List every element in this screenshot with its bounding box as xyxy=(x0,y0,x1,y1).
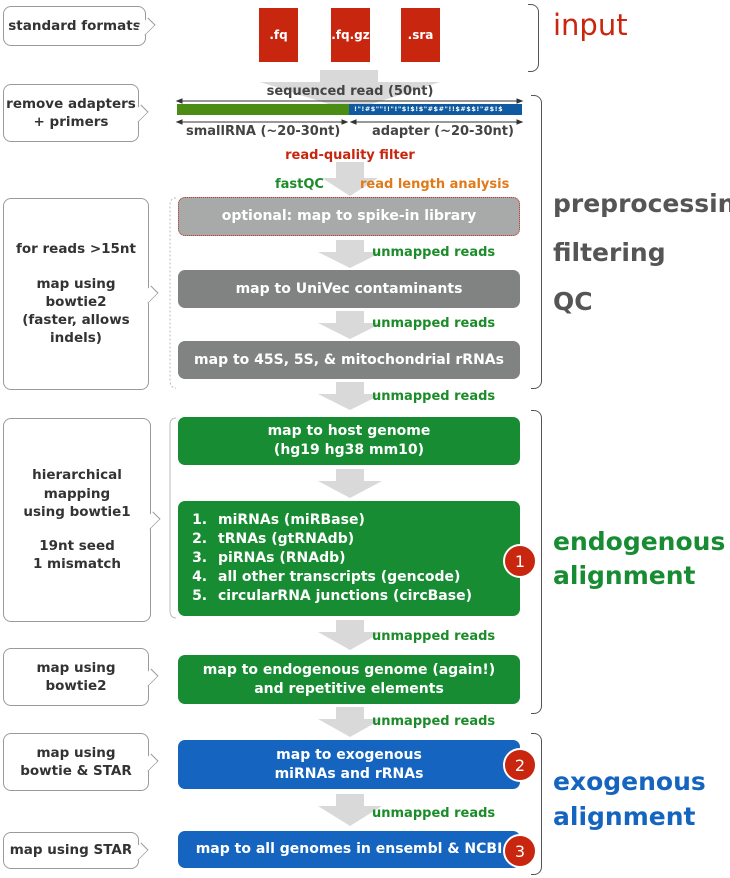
callout-text: for reads >15nt xyxy=(16,241,136,258)
step-text: (hg19 hg38 mm10) xyxy=(273,442,425,458)
down-arrow xyxy=(318,707,382,737)
file-icon-fq-gz: .fq.gz xyxy=(331,8,370,62)
step-badge-3: 3 xyxy=(503,834,537,868)
adapter-length-arrow xyxy=(349,119,524,125)
group-bracket xyxy=(169,417,177,619)
callout-remove-adapters: remove adapters + primers xyxy=(3,84,149,142)
adapter-segment: !"!#$""!!"!"$!$!$"#$#"!!$#$$!"#$!$ xyxy=(349,104,522,115)
callout-text: map using STAR xyxy=(9,842,133,859)
callout-text: bowtie2 xyxy=(45,678,107,694)
step-spike-in: optional: map to spike-in library xyxy=(178,197,520,236)
section-endogenous-alignment: alignment xyxy=(553,561,696,590)
smallrna-length-arrow xyxy=(175,119,349,125)
read-length-arrow xyxy=(175,98,524,104)
list-item: piRNAs (RNAdb) xyxy=(212,549,472,568)
step-text: optional: map to spike-in library xyxy=(221,208,477,225)
step-badge-1: 1 xyxy=(503,544,537,578)
callout-text: mapping xyxy=(43,485,111,502)
step-text: and repetitive elements xyxy=(254,680,444,697)
step-exogenous: map to exogenous miRNAs and rRNAs xyxy=(178,740,520,789)
callout-text: map using xyxy=(36,744,116,761)
big-down-arrow xyxy=(260,70,440,111)
annotation-list: miRNAs (miRBase) tRNAs (gtRNAdb) piRNAs … xyxy=(186,511,472,605)
input-bracket xyxy=(528,4,539,72)
callout-text: map using xyxy=(36,659,116,676)
callout-bowtie-star: map using bowtie & STAR xyxy=(3,733,159,791)
section-endogenous: endogenous xyxy=(553,527,726,556)
unmapped-reads-label: unmapped reads xyxy=(372,806,496,821)
step-text: map to 45S, 5S, & mitochondrial rRNAs xyxy=(194,351,504,368)
callout-bowtie2: map using bowtie2 xyxy=(3,648,159,706)
callout-text: map using xyxy=(36,275,116,292)
step-text: map to host genome xyxy=(267,423,431,440)
smallrna-segment xyxy=(177,104,349,115)
section-input: input xyxy=(553,8,628,42)
list-item: tRNAs (gtRNAdb) xyxy=(212,530,472,549)
down-arrow xyxy=(318,240,382,268)
step-rrna: map to 45S, 5S, & mitochondrial rRNAs xyxy=(178,341,520,379)
file-label: .fq.gz xyxy=(331,28,370,42)
down-arrow xyxy=(318,469,382,498)
unmapped-reads-label: unmapped reads xyxy=(372,629,496,644)
callout-text: indels) xyxy=(50,330,102,347)
group-bracket xyxy=(169,197,177,389)
step-text: miRNAs and rRNAs xyxy=(274,765,424,782)
section-preprocessing: preprocessing xyxy=(553,189,730,218)
step-badge-2: 2 xyxy=(503,748,537,782)
file-label: .fq xyxy=(269,28,288,42)
callout-star: map using STAR xyxy=(3,832,149,869)
step-text: map to endogenous genome (again!) xyxy=(202,661,496,678)
down-arrow xyxy=(318,794,382,826)
callout-text: bowtie & STAR xyxy=(20,763,132,779)
read-length-analysis-label: read length analysis xyxy=(360,177,510,192)
sequenced-read-label: sequenced read (50nt) xyxy=(266,84,434,99)
callout-text: (faster, allows xyxy=(22,312,130,329)
unmapped-reads-label: unmapped reads xyxy=(372,245,496,260)
file-icon-sra: .sra xyxy=(401,8,440,62)
list-item: circularRNA junctions (circBase) xyxy=(212,587,472,606)
file-icon-fq: .fq xyxy=(259,8,298,62)
down-arrow xyxy=(318,620,382,650)
endogenous-bracket xyxy=(531,410,542,714)
down-arrow xyxy=(318,382,382,410)
exogenous-bracket xyxy=(531,733,542,875)
adapter-label: adapter (~20-30nt) xyxy=(372,124,514,139)
file-label: .sra xyxy=(407,28,434,42)
section-exogenous: exogenous xyxy=(553,767,706,796)
unmapped-reads-label: unmapped reads xyxy=(372,714,496,729)
callout-text: standard formats xyxy=(8,17,141,34)
callout-text: 1 mismatch xyxy=(32,556,122,573)
down-arrow xyxy=(322,162,378,196)
callout-text: 19nt seed xyxy=(39,538,115,555)
step-text: map to all genomes in ensembl & NCBI xyxy=(195,841,503,858)
section-qc: QC xyxy=(553,287,593,316)
unmapped-reads-label: unmapped reads xyxy=(372,389,496,404)
step-text: map to exogenous xyxy=(276,746,422,763)
section-filtering: filtering xyxy=(553,238,666,267)
read-quality-filter: read-quality filter xyxy=(285,148,415,163)
callout-standard-formats: standard formats xyxy=(3,6,156,46)
step-univec: map to UniVec contaminants xyxy=(178,270,520,308)
callout-text: hierarchical xyxy=(32,467,122,484)
fastqc-label: fastQC xyxy=(275,177,324,192)
list-item: all other transcripts (gencode) xyxy=(212,568,472,587)
callout-text: + primers xyxy=(33,114,109,130)
step-all-genomes: map to all genomes in ensembl & NCBI xyxy=(178,831,520,868)
step-annotation-list: miRNAs (miRBase) tRNAs (gtRNAdb) piRNAs … xyxy=(178,501,520,616)
callout-text: remove adapters xyxy=(6,95,136,112)
unmapped-reads-label: unmapped reads xyxy=(372,316,496,331)
preprocessing-bracket xyxy=(531,95,542,389)
down-arrow xyxy=(318,311,382,339)
callout-text: bowtie2 xyxy=(45,293,107,310)
smallrna-label: smallRNA (~20-30nt) xyxy=(186,124,341,139)
step-host-genome: map to host genome (hg19 hg38 mm10) xyxy=(178,417,520,465)
list-item: miRNAs (miRBase) xyxy=(212,511,472,530)
step-endogenous-again: map to endogenous genome (again!) and rep… xyxy=(178,655,520,704)
step-text: map to UniVec contaminants xyxy=(235,280,463,297)
section-exogenous-alignment: alignment xyxy=(553,802,696,831)
callout-text: using bowtie1 xyxy=(23,503,131,520)
